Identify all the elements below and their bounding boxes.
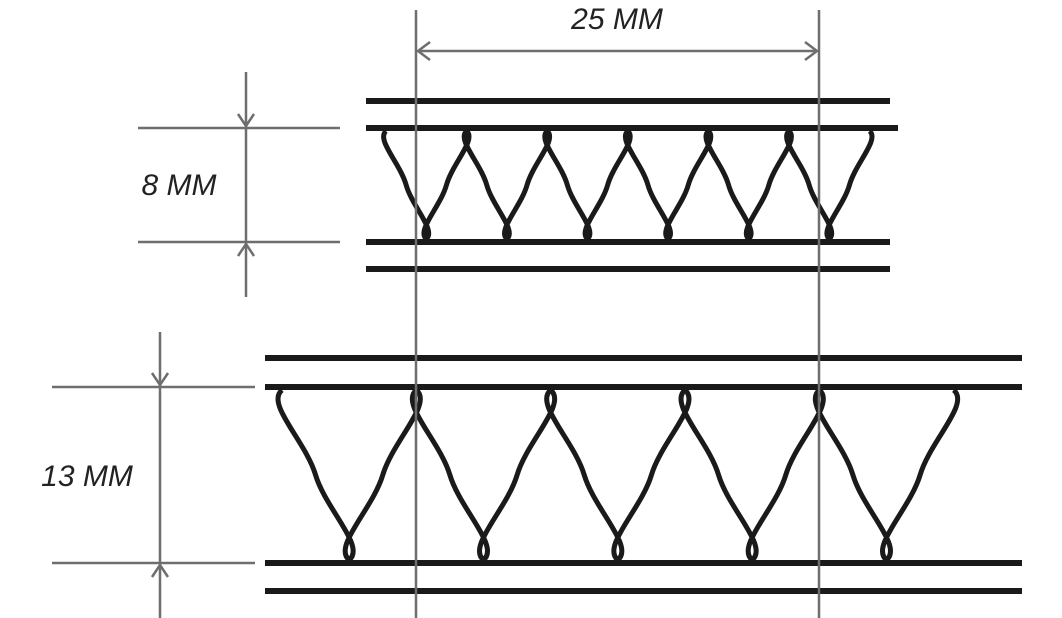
pitch-label: 25 MM: [570, 3, 663, 36]
thick-arrow-top: [150, 372, 170, 388]
thin-arrow-bottom: [236, 241, 256, 257]
thin-panel: [366, 98, 898, 272]
pitch-arrow-left: [415, 41, 431, 61]
thin-height-label: 8 MM: [142, 169, 217, 202]
thick-height-dimension: 13 MM: [41, 332, 255, 618]
thick-panel: [265, 355, 1022, 594]
pitch-arrow-right: [804, 41, 820, 61]
thin-arrow-top: [236, 113, 256, 129]
thin-height-dimension: 8 MM: [138, 72, 340, 297]
thin-corrugated-core: [381, 128, 875, 242]
pitch-dimension: 25 MM: [414, 3, 821, 618]
thick-height-label: 13 MM: [41, 460, 133, 493]
thick-arrow-bottom: [150, 562, 170, 578]
thick-corrugated-core: [275, 387, 961, 563]
